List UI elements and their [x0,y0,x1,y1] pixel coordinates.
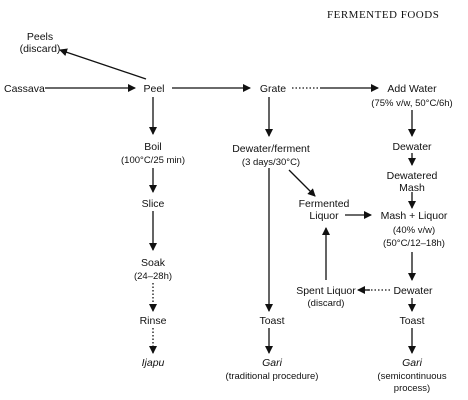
header-title: FERMENTED FOODS [327,9,439,21]
node-labels: Peels (discard) Cassava Peel Grate Add W… [4,31,453,394]
node-boil-sub: (100°C/25 min) [121,155,185,166]
node-gari2-sub2: process) [394,383,430,394]
node-add-water: Add Water [387,83,437,95]
arrow-peel-peels [59,48,147,80]
node-toast1: Toast [259,315,284,327]
node-boil: Boil [144,141,162,153]
node-dewater1: Dewater [392,141,432,153]
node-mash: Mash [399,182,425,194]
node-gari2: Gari [402,357,423,369]
arrows [45,48,416,354]
node-soak: Soak [141,257,166,269]
node-mash-liquor-sub1: (40% v/w) [393,225,435,236]
node-add-water-sub: (75% v/w, 50°C/6h) [371,98,452,109]
node-grate: Grate [260,83,286,95]
node-peels-sub: (discard) [20,43,61,55]
node-gari1-sub: (traditional procedure) [226,371,319,382]
node-peels: Peels [27,31,53,43]
node-peel: Peel [143,83,164,95]
node-dewater-ferment-sub: (3 days/30°C) [242,157,300,168]
node-dewater-ferment: Dewater/ferment [232,143,310,155]
node-fermented: Fermented [299,198,350,210]
node-mash-liquor: Mash + Liquor [381,210,448,222]
node-spent-liquor: Spent Liquor [296,285,356,297]
node-soak-sub: (24–28h) [134,271,172,282]
node-dewater2: Dewater [393,285,433,297]
node-rinse: Rinse [140,315,167,327]
node-toast2: Toast [399,315,424,327]
node-spent-liquor-sub: (discard) [308,298,345,309]
node-mash-liquor-sub2: (50°C/12–18h) [383,238,445,249]
node-liquor: Liquor [309,210,339,222]
node-slice: Slice [142,198,165,210]
node-ijapu: Ijapu [142,357,165,369]
node-gari1: Gari [262,357,283,369]
arrow-ferment-fermented-liquor [288,169,316,197]
node-gari2-sub1: (semicontinuous [377,371,446,382]
node-cassava: Cassava [4,83,45,95]
node-dewatered: Dewatered [387,170,438,182]
